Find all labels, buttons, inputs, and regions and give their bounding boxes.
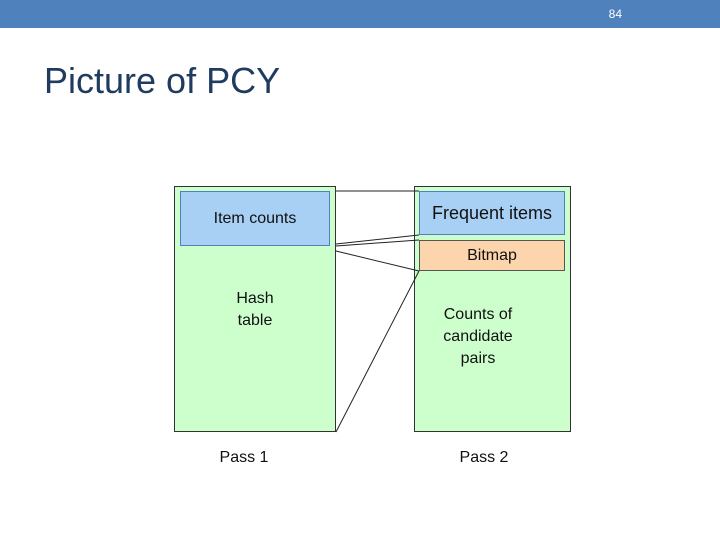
item-counts-label: Item counts [213, 209, 297, 227]
slide-title: Picture of PCY [44, 60, 281, 101]
connector-line-hash-to-bitmap-top [335, 250, 420, 272]
frequent-items-box: Frequent items [419, 191, 565, 235]
bitmap-box: Bitmap [419, 240, 565, 271]
connector-line-itemcounts-bottom-a [335, 234, 420, 245]
connector-line-hash-to-bitmap-bottom [335, 270, 420, 433]
frequent-items-label: Frequent items [431, 202, 553, 223]
counts-of-candidate-pairs-label: Counts of candidate pairs [443, 306, 513, 367]
slide-number: 84 [608, 7, 622, 21]
bitmap-label: Bitmap [467, 246, 517, 264]
item-counts-box: Item counts [180, 191, 330, 246]
hash-table-label: Hash table [236, 290, 274, 329]
connector-line-itemcounts-bottom-b [335, 239, 420, 247]
pass1-label: Pass 1 [219, 449, 269, 466]
pass2-label: Pass 2 [459, 449, 509, 466]
top-accent-bar: 84 [0, 0, 720, 28]
